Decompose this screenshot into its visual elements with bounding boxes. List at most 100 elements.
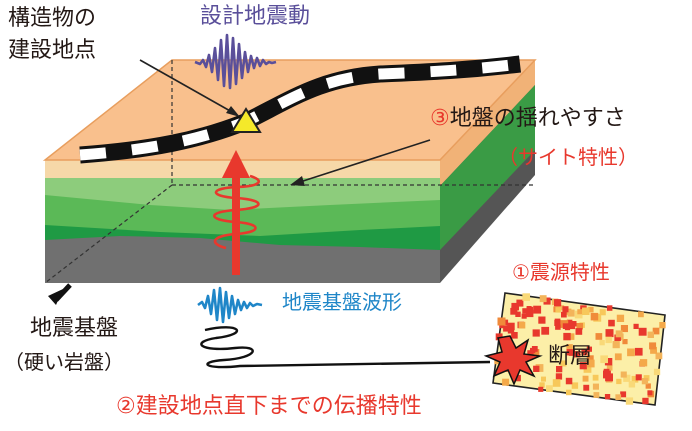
fault-square bbox=[647, 390, 653, 396]
hypocenter-burst bbox=[483, 335, 543, 386]
fault-square bbox=[555, 307, 561, 313]
structure-pointer-line bbox=[139, 59, 233, 113]
fault-square bbox=[638, 311, 644, 318]
fault-square bbox=[554, 319, 561, 326]
bedrock-label-line2: （硬い岩盤） bbox=[4, 350, 124, 374]
fault-square bbox=[552, 379, 561, 387]
seismic-arrow-head bbox=[222, 150, 250, 178]
fault-square bbox=[612, 341, 620, 349]
fault-square bbox=[521, 313, 527, 319]
fault-square bbox=[515, 311, 521, 317]
fault-square bbox=[604, 394, 611, 400]
fault-square bbox=[635, 374, 642, 381]
site-char-pointer-line bbox=[299, 139, 431, 183]
fault-square bbox=[566, 349, 573, 356]
fault-square bbox=[556, 366, 563, 373]
fault-square bbox=[559, 305, 565, 311]
fault-square bbox=[554, 299, 562, 307]
fault-square bbox=[614, 334, 621, 341]
fault-square bbox=[620, 325, 628, 333]
fault-square bbox=[507, 327, 515, 334]
fault-square bbox=[514, 374, 521, 382]
fault-square bbox=[560, 360, 567, 367]
fault-square bbox=[615, 394, 622, 400]
fault-square bbox=[586, 346, 592, 352]
bedrock-pointer-head bbox=[48, 289, 63, 305]
fault-square bbox=[616, 378, 622, 385]
fault-square bbox=[533, 305, 542, 314]
fault-square bbox=[538, 386, 544, 392]
site-marker-triangle bbox=[230, 107, 262, 133]
fault-square bbox=[639, 359, 648, 367]
propagation-characteristic-label: ②建設地点直下までの伝播特性 bbox=[116, 396, 422, 418]
fault-square bbox=[608, 319, 615, 327]
fault-square bbox=[614, 353, 622, 361]
fault-label: 断層 bbox=[548, 344, 593, 369]
fault-square bbox=[577, 309, 583, 315]
fault-square bbox=[622, 339, 628, 345]
fault-square bbox=[575, 328, 583, 335]
road-stripes bbox=[79, 58, 521, 161]
fault-square bbox=[620, 391, 627, 398]
fault-square bbox=[583, 384, 590, 391]
fault-square bbox=[555, 324, 561, 330]
fault-square bbox=[499, 322, 505, 329]
fault-square bbox=[569, 323, 576, 330]
fault-square bbox=[511, 306, 518, 313]
fault-square bbox=[566, 344, 573, 351]
fault-square bbox=[606, 364, 613, 371]
fault-square bbox=[543, 297, 551, 305]
fault-square bbox=[620, 371, 627, 378]
fault-square bbox=[541, 326, 550, 335]
bedrock-label-line1: 地震基盤 bbox=[30, 316, 119, 341]
fault-square bbox=[600, 355, 608, 364]
fault-square bbox=[539, 295, 547, 303]
fault-square bbox=[642, 397, 649, 405]
fault-square bbox=[582, 307, 590, 315]
fault-square bbox=[526, 309, 534, 318]
structure-site-label-line2: 建設地点 bbox=[8, 38, 97, 63]
fault-square bbox=[592, 374, 599, 381]
seismic-spiral bbox=[213, 174, 260, 250]
fault-square bbox=[586, 355, 594, 363]
fault-square bbox=[605, 336, 612, 344]
site-char-pointer-head bbox=[290, 176, 305, 186]
fault-square bbox=[567, 333, 575, 340]
fault-square bbox=[535, 364, 544, 372]
fault-square bbox=[616, 314, 625, 322]
fault-square bbox=[631, 375, 639, 383]
structure-pointer-head bbox=[226, 106, 240, 117]
fault-square bbox=[623, 374, 631, 382]
fault-plane bbox=[492, 292, 666, 406]
site-characteristic-sub-label: （サイト特性） bbox=[498, 145, 638, 169]
fault-square bbox=[562, 323, 569, 329]
fault-square bbox=[502, 378, 510, 386]
fault-square bbox=[593, 392, 600, 398]
fault-square bbox=[531, 346, 538, 352]
green-layer-mid bbox=[45, 195, 440, 238]
fault-square bbox=[503, 325, 509, 332]
fault-square bbox=[516, 299, 524, 307]
fault-square bbox=[533, 365, 540, 372]
fault-square bbox=[586, 359, 595, 368]
structure-site-label-line1: 構造物の bbox=[8, 6, 97, 31]
fault-square bbox=[595, 333, 603, 340]
block-right-side-green bbox=[440, 85, 535, 250]
fault-square bbox=[562, 306, 569, 313]
fault-square bbox=[592, 383, 599, 390]
fault-square bbox=[583, 365, 592, 373]
fault-square bbox=[627, 348, 635, 357]
fault-square bbox=[541, 376, 546, 382]
fault-square bbox=[574, 351, 581, 358]
fault-square bbox=[571, 382, 579, 389]
bedrock-front bbox=[45, 236, 440, 283]
fault-square bbox=[590, 312, 599, 321]
fault-square bbox=[538, 316, 546, 324]
fault-square bbox=[606, 305, 613, 311]
bedrock-wave bbox=[197, 286, 263, 324]
source-characteristic-label: ①震源特性 bbox=[512, 260, 610, 284]
fault-square bbox=[566, 319, 573, 326]
surface-top bbox=[42, 59, 537, 161]
